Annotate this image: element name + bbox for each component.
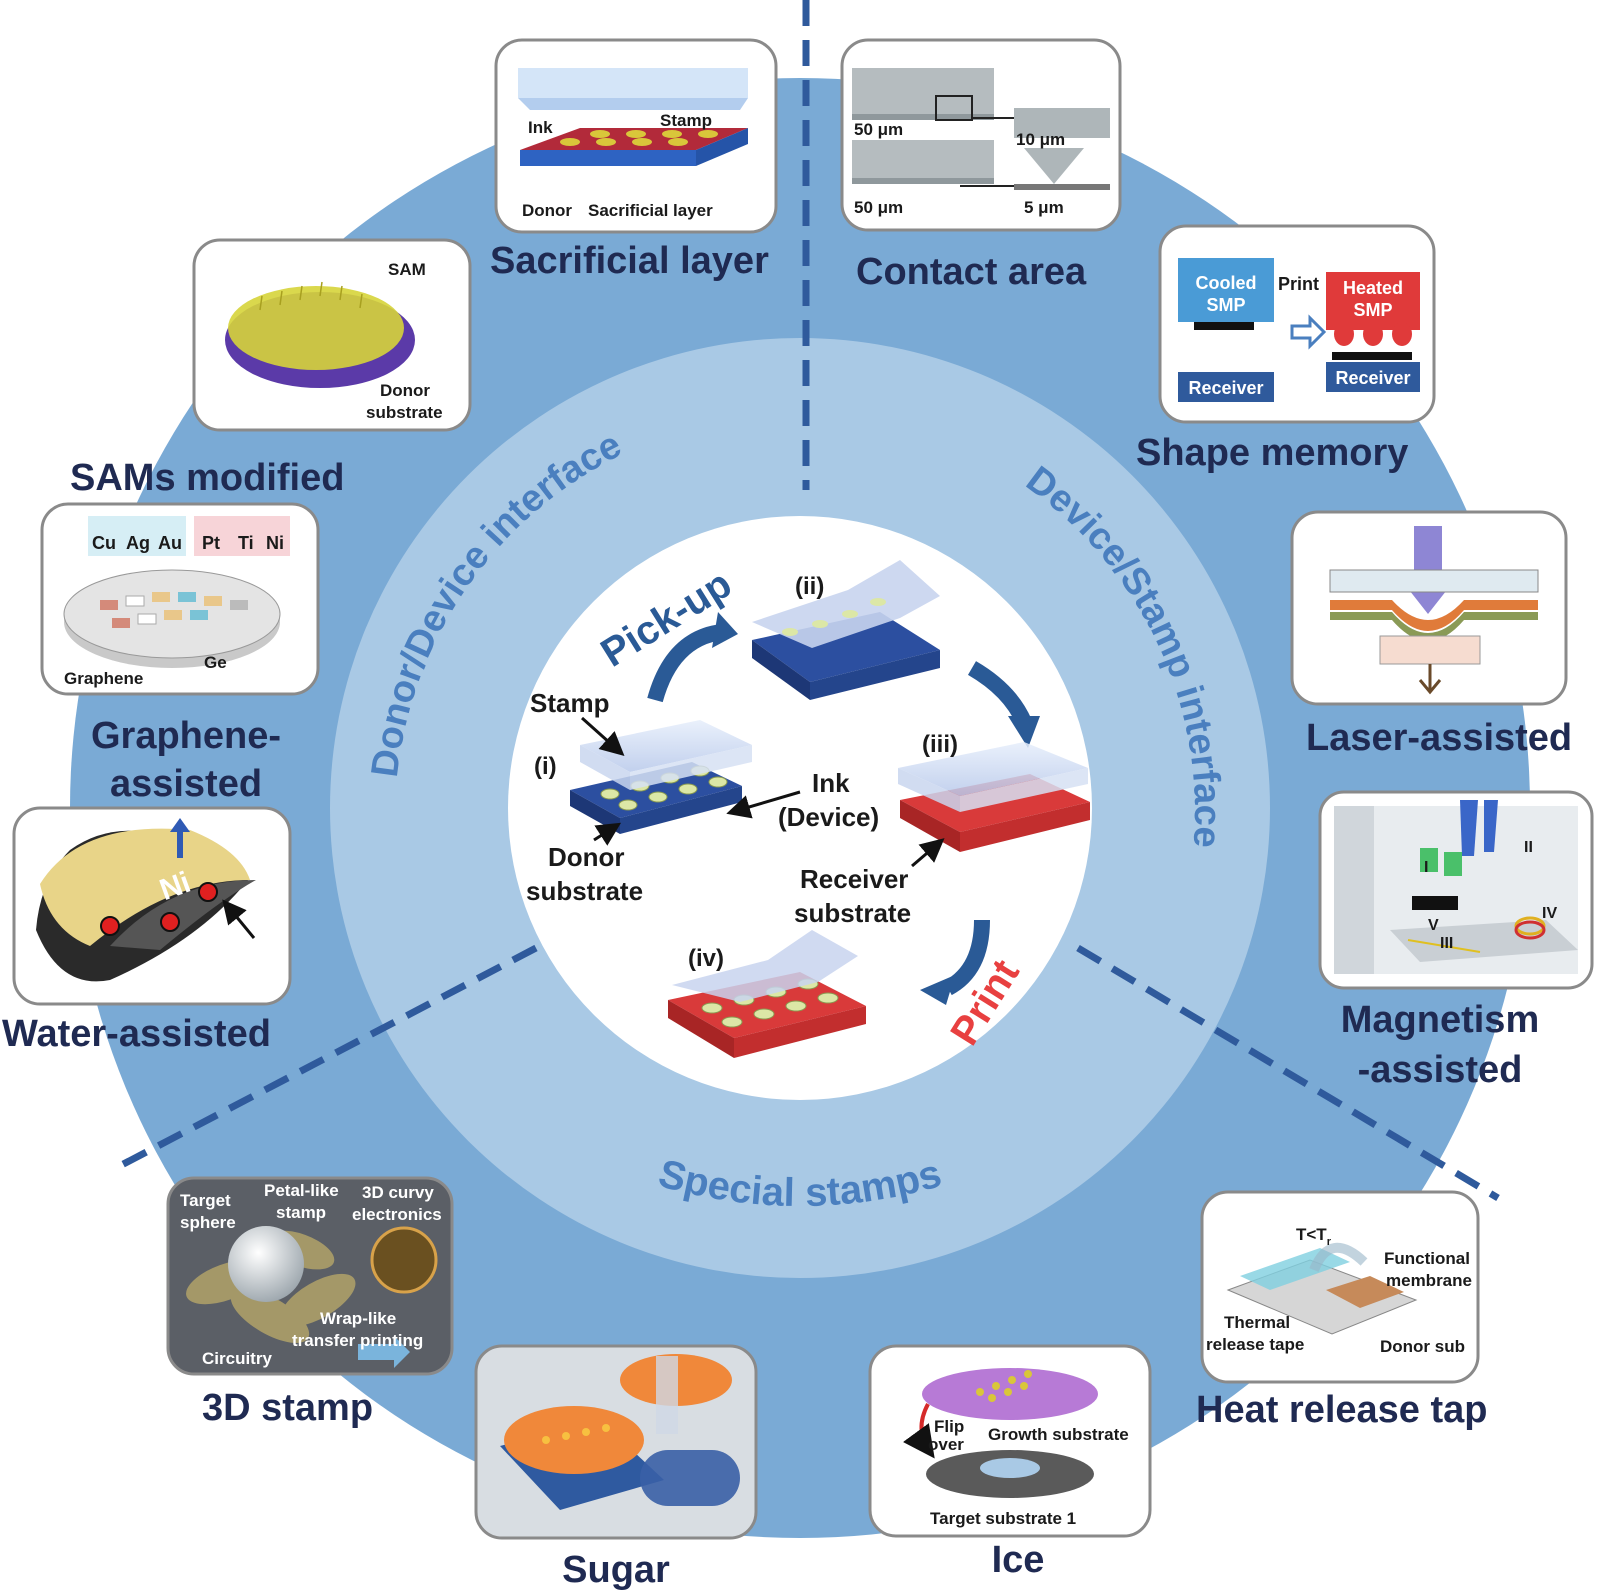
ice-target-label: Target substrate 1	[930, 1509, 1076, 1528]
sams-panel: SAM Donor substrate SAMs modified	[70, 238, 472, 499]
graphene-metal-pt: Pt	[202, 533, 220, 553]
step-ii-label: (ii)	[795, 573, 824, 600]
magnet-II: II	[1524, 839, 1533, 856]
stamp3d-title: 3D stamp	[202, 1387, 373, 1429]
graphene-metal-ag: Ag	[126, 533, 150, 553]
ice-over-label: over	[928, 1435, 964, 1454]
donor-substrate-label: substrate	[526, 876, 643, 906]
sams-donor-label: Donor	[380, 381, 430, 400]
graphene-metal-ni: Ni	[266, 533, 284, 553]
water-title: Water-assisted	[2, 1013, 271, 1055]
sacrificial-ink-label: Ink	[528, 118, 553, 137]
graphene-metal-ti: Ti	[238, 533, 254, 553]
laser-title: Laser-assisted	[1306, 717, 1572, 759]
sams-title: SAMs modified	[70, 457, 344, 499]
magnet-I: I	[1424, 859, 1428, 876]
graphene-title-1: Graphene-	[91, 715, 281, 757]
ink-label: Ink	[812, 768, 850, 798]
pickup-arrowhead	[712, 612, 738, 648]
heat-thermal-label: Thermal	[1224, 1313, 1290, 1332]
stamp3d-target-label: Target	[180, 1191, 231, 1210]
shape-print-label: Print	[1278, 274, 1319, 294]
water-panel: Ni Water-assisted	[2, 806, 292, 1055]
sugar-panel: Sugar	[474, 1344, 758, 1590]
print-arrow	[943, 919, 990, 996]
stamp3d-circuitry-label: Circuitry	[202, 1349, 272, 1368]
step-iv-label: (iv)	[688, 945, 724, 972]
shape-heated-smp-label: SMP	[1353, 300, 1392, 320]
stamp3d-wrap-label: Wrap-like	[320, 1309, 396, 1328]
shape-receiver-left: Receiver	[1188, 378, 1263, 398]
magnet-IV: IV	[1542, 905, 1557, 922]
stamp3d-petal-label: Petal-like	[264, 1181, 339, 1200]
ice-flip-label: Flip	[934, 1417, 964, 1436]
contact-title: Contact area	[856, 251, 1087, 293]
sams-substrate-label: substrate	[366, 403, 443, 422]
heat-functional-label: Functional	[1384, 1249, 1470, 1268]
graphene-panel: Cu Ag Au Pt Ti Ni Graphene Ge Graphene- …	[40, 502, 320, 805]
contact-scale-2: 10 μm	[1016, 130, 1065, 149]
step-i-label: (i)	[534, 753, 557, 780]
shape-memory-panel: Cooled SMP Print Heated SMP Receiver Rec…	[1136, 224, 1436, 474]
graphene-label: Graphene	[64, 669, 143, 688]
center-circle	[508, 516, 1092, 1100]
donor-label: Donor	[548, 842, 625, 872]
step-iv-illustration	[668, 930, 866, 1058]
laser-panel: Laser-assisted	[1290, 510, 1572, 759]
magnet-title-1: Magnetism	[1341, 999, 1539, 1041]
stamp-label: Stamp	[530, 688, 609, 718]
ice-panel: Flip over Growth substrate Target substr…	[868, 1344, 1152, 1581]
step-i-illustration	[570, 720, 752, 834]
shape-cooled-smp-label: SMP	[1206, 295, 1245, 315]
contact-scale-3: 50 μm	[854, 198, 903, 217]
graphene-metal-cu: Cu	[92, 533, 116, 553]
pickup-arrow	[647, 624, 724, 703]
sacrificial-title: Sacrificial layer	[490, 240, 769, 282]
step-iii-label: (iii)	[922, 731, 958, 758]
heat-release-panel: T<Tr Functional membrane Thermal release…	[1196, 1190, 1488, 1431]
magnet-III: III	[1440, 935, 1453, 952]
shape-receiver-right: Receiver	[1335, 368, 1410, 388]
stamp3d-transfer-label: transfer printing	[292, 1331, 423, 1350]
sacrificial-stamp-label: Stamp	[660, 111, 712, 130]
stamp3d-curvy-label: 3D curvy	[362, 1183, 434, 1202]
sugar-title: Sugar	[562, 1549, 670, 1590]
graphene-title-2: assisted	[110, 763, 262, 805]
contact-scale-1: 50 μm	[854, 120, 903, 139]
graphene-ge-label: Ge	[204, 653, 227, 672]
magnetism-panel: I II III IV V Magnetism -assisted	[1318, 790, 1594, 1091]
shape-cooled-label: Cooled	[1196, 273, 1257, 293]
heat-donor-label: Donor sub	[1380, 1337, 1465, 1356]
stamp3d-petal-stamp-label: stamp	[276, 1203, 326, 1222]
stamp3d-electronics-label: electronics	[352, 1205, 442, 1224]
contact-scale-4: 5 μm	[1024, 198, 1064, 217]
heat-membrane-label: membrane	[1386, 1271, 1472, 1290]
step-ii-illustration	[752, 560, 940, 700]
step-arrow-head	[1008, 716, 1040, 748]
heat-title: Heat release tap	[1196, 1389, 1488, 1431]
stamp-3d-panel: Target sphere Petal-like stamp 3D curvy …	[166, 1176, 454, 1429]
receiver-substrate-label: substrate	[794, 898, 911, 928]
graphene-metal-au: Au	[158, 533, 182, 553]
shape-title: Shape memory	[1136, 432, 1408, 474]
step-iii-illustration	[898, 742, 1090, 852]
sacrificial-layer-label: Sacrificial layer	[588, 201, 713, 220]
magnet-V: V	[1428, 917, 1439, 934]
section-dividers	[110, 0, 1500, 1202]
sacrificial-donor-label: Donor	[522, 201, 572, 220]
magnet-title-2: -assisted	[1358, 1049, 1523, 1091]
ice-title: Ice	[992, 1539, 1045, 1581]
ink-device-label: (Device)	[778, 802, 879, 832]
receiver-label: Receiver	[800, 864, 908, 894]
heat-t-label: T<Tr	[1296, 1225, 1332, 1248]
stamp3d-sphere-label: sphere	[180, 1213, 236, 1232]
heat-release-tape-label: release tape	[1206, 1335, 1304, 1354]
contact-area-panel: 50 μm 10 μm 50 μm 5 μm Contact area	[840, 38, 1122, 293]
print-arrowhead	[920, 975, 955, 1005]
shape-heated-label: Heated	[1343, 278, 1403, 298]
sacrificial-layer-panel: Ink Stamp Donor Sacrificial layer Sacrif…	[490, 38, 778, 282]
sams-sam-label: SAM	[388, 260, 426, 279]
ice-growth-label: Growth substrate	[988, 1425, 1129, 1444]
